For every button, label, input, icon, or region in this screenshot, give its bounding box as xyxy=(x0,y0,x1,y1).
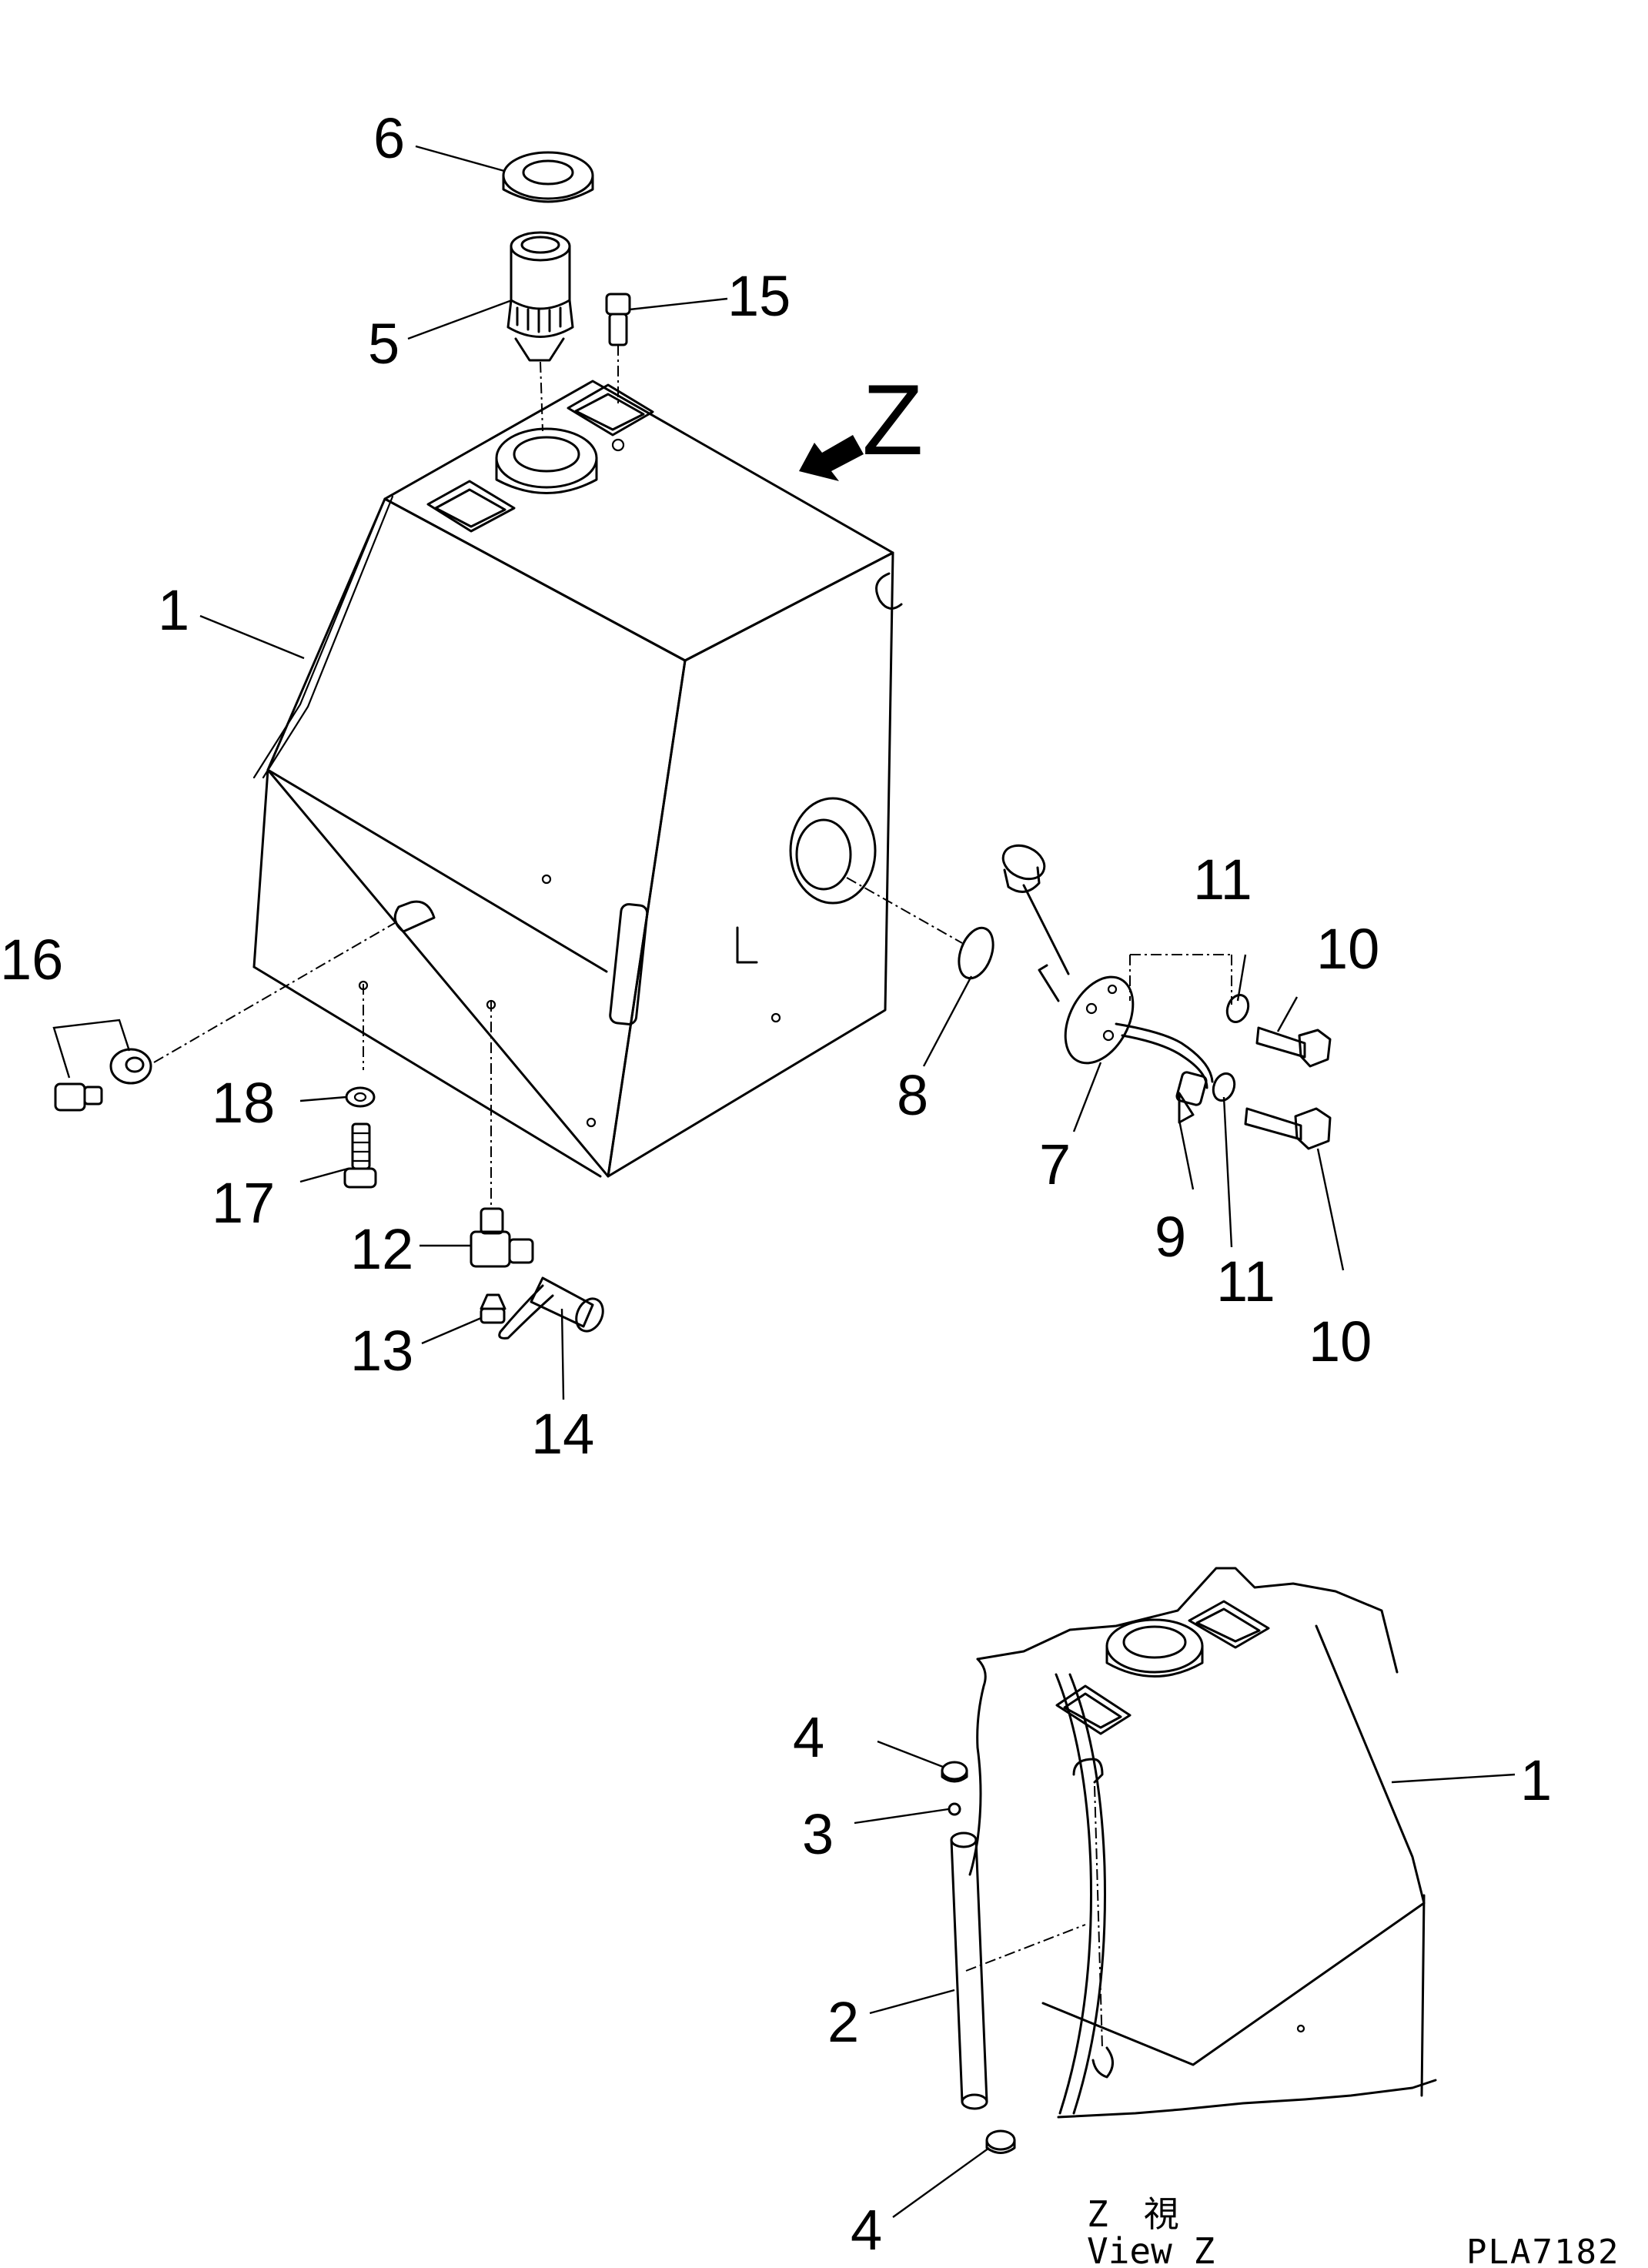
callout-3: 3 xyxy=(802,1802,834,1866)
callout-15: 15 xyxy=(727,264,791,328)
callout-10-top: 10 xyxy=(1316,917,1379,981)
strainer-5 xyxy=(506,231,574,362)
plug-15 xyxy=(605,293,631,346)
callout-18: 18 xyxy=(212,1071,275,1135)
callout-12: 12 xyxy=(350,1217,413,1281)
cock-14 xyxy=(498,1276,604,1340)
fitting-16 xyxy=(54,900,436,1112)
washer-18 xyxy=(345,1086,376,1108)
bolt-10a xyxy=(1255,1026,1332,1068)
callout-14: 14 xyxy=(531,1402,594,1466)
grease-nipple-13 xyxy=(480,1293,506,1324)
drawing-code: PLA7182 xyxy=(1466,2233,1620,2268)
clip-4b xyxy=(985,2129,1016,2154)
callout-16: 16 xyxy=(0,928,63,992)
washer-11a xyxy=(1225,994,1250,1023)
callout-6: 6 xyxy=(373,106,405,170)
callout-4-top: 4 xyxy=(793,1705,824,1769)
callout-7: 7 xyxy=(1039,1132,1071,1196)
bolt-10b xyxy=(1244,1107,1332,1150)
callout-2: 2 xyxy=(827,1990,859,2054)
cap-6 xyxy=(502,151,594,203)
washer-11b xyxy=(1212,1072,1236,1102)
callout-17: 17 xyxy=(212,1171,275,1235)
view-caption-jp: Z 視 xyxy=(1087,2193,1179,2235)
level-gauge-7 xyxy=(1001,844,1214,1124)
callout-10-bottom: 10 xyxy=(1309,1310,1372,1373)
tank-main xyxy=(252,380,903,1178)
callout-1-viewz: 1 xyxy=(1520,1748,1552,1812)
ball-3 xyxy=(948,1802,961,1816)
view-caption-en: View Z xyxy=(1087,2230,1215,2268)
callout-5: 5 xyxy=(368,312,399,376)
view-marker-label: Z xyxy=(862,363,923,476)
callout-1-main: 1 xyxy=(158,578,189,642)
o-ring-8 xyxy=(958,926,994,980)
callout-9: 9 xyxy=(1155,1205,1186,1269)
callout-4-bottom: 4 xyxy=(851,2198,882,2262)
elbow-12 xyxy=(470,1207,534,1268)
tube-2 xyxy=(950,1831,988,2110)
callout-11-bottom: 11 xyxy=(1216,1249,1275,1313)
callout-13: 13 xyxy=(350,1319,413,1383)
callout-8: 8 xyxy=(897,1063,928,1127)
view-z-arrow xyxy=(799,435,864,481)
callout-11-top: 11 xyxy=(1193,848,1252,912)
bolt-17 xyxy=(343,1122,377,1189)
tank-view-z xyxy=(968,1567,1437,2119)
clip-4a xyxy=(941,1761,968,1783)
